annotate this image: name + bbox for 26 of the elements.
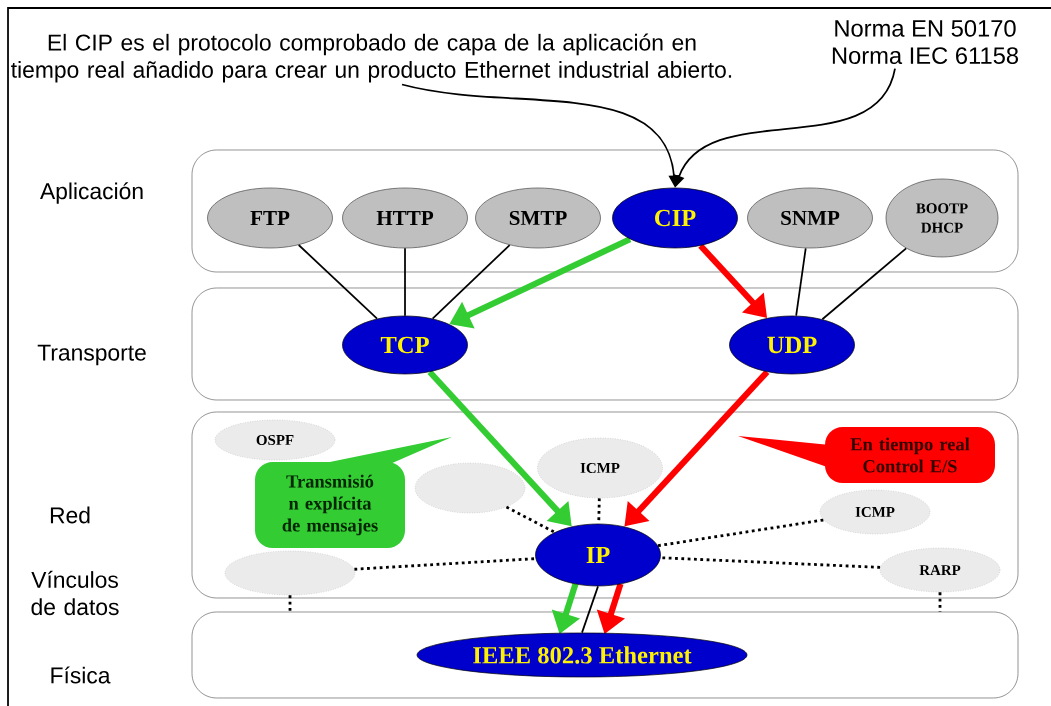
connector-line [938,592,942,612]
connector-line [821,247,908,321]
layer-band [191,287,1019,401]
connector-line [505,505,556,534]
connector-line [354,557,536,571]
connector-line [297,244,378,320]
connector-line [581,585,599,634]
connector-line [657,518,824,548]
standard-note: Norma EN 50170 Norma IEC 61158 [832,20,1018,64]
layer-label: Red [50,506,90,524]
connector-line [288,595,292,612]
connector-line [404,247,406,317]
connector-line [431,244,511,320]
layer-label: Aplicación [40,182,143,204]
callout-box: En tiempo real Control E/S [738,427,995,483]
note-text: El CIP es el protocolo comprobado de capa de la aplicación en tiempo real añadido para crear un producto Ethernet industrial abierto. [11,33,732,83]
layer-band [191,411,1019,599]
connector-line [660,556,881,569]
ellipse [414,462,526,514]
layer-label: Física [51,666,111,684]
layer-band [191,149,1019,273]
connector-line [795,247,807,317]
layer-label: Vínculos de datos [31,570,119,616]
layer-band [191,611,1019,699]
ellipse [224,550,356,596]
layer-label: Transporte [37,344,146,366]
